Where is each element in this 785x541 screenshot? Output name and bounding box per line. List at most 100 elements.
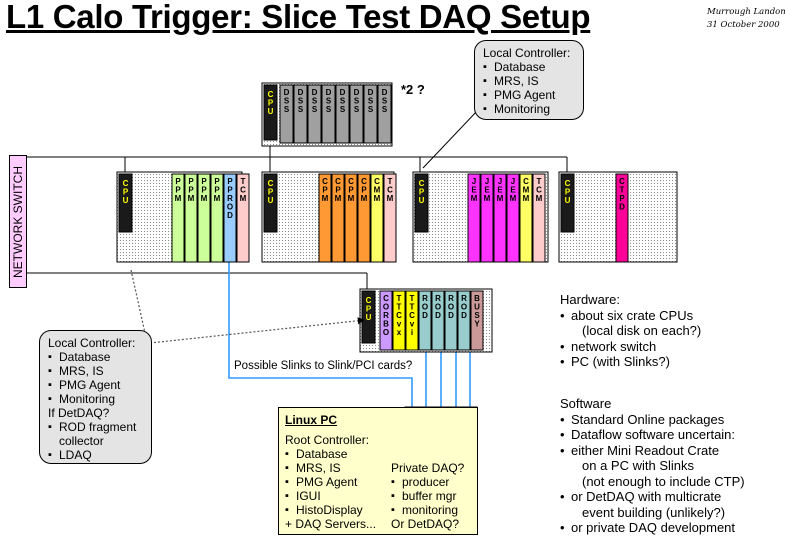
- note-item: collector: [59, 434, 104, 448]
- software-item: (not enough to include CTP): [582, 473, 745, 489]
- note-item: PMG Agent: [48, 378, 143, 392]
- module-jem: [493, 173, 507, 263]
- cpu-module: [361, 290, 376, 344]
- software-item: event building (unlikely?): [582, 504, 726, 520]
- software-item: Standard Online packages: [560, 412, 782, 428]
- software-title: Software: [560, 396, 612, 411]
- module-ctpd: [615, 173, 629, 263]
- software-item: Dataflow software uncertain:: [560, 427, 782, 443]
- module-dss: [335, 84, 350, 144]
- module-pprod: [223, 173, 237, 263]
- private-daq-list: producer buffer mgr monitoring: [391, 475, 481, 517]
- module-jem: [506, 173, 520, 263]
- private-extra: Or DetDAQ?: [391, 517, 460, 531]
- software-item: or private DAQ development: [560, 520, 782, 536]
- note-title: Local Controller:: [48, 336, 136, 350]
- module-jem: [467, 173, 481, 263]
- page-title: L1 Calo Trigger: Slice Test DAQ Setup: [6, 0, 591, 35]
- software-item: on a PC with Slinks: [582, 458, 694, 473]
- module-rod: [444, 290, 458, 351]
- slink-label: Possible Slinks to Slink/PCI cards?: [234, 360, 413, 372]
- module-busy: [470, 290, 484, 351]
- hardware-title: Hardware:: [560, 292, 620, 307]
- module-jem: [480, 173, 494, 263]
- note-item: LDAQ: [48, 448, 143, 462]
- note-item: Database: [48, 350, 143, 364]
- root-controller-title: Root Controller:: [285, 433, 370, 447]
- note-item: ROD fragment: [48, 420, 143, 434]
- module-dss: [377, 84, 392, 144]
- module-ttcvx: [392, 290, 406, 351]
- note-list: Database MRS, IS PMG Agent Monitoring: [483, 60, 575, 116]
- module-rod: [457, 290, 471, 351]
- slink-pprod-to-pc: [228, 262, 413, 407]
- note-item: Monitoring: [483, 102, 575, 116]
- module-cpm: [318, 173, 332, 263]
- root-controller-list: Database MRS, IS PMG Agent IGUI HistoDis…: [285, 447, 395, 517]
- private-item: monitoring: [391, 503, 481, 517]
- module-dss: [363, 84, 378, 144]
- module-rod: [431, 290, 445, 351]
- private-item: producer: [391, 475, 481, 489]
- hardware-item: about six crate CPUs: [560, 308, 780, 324]
- author-name: Murrough Landon: [707, 7, 785, 17]
- author-date: 31 October 2000: [707, 20, 780, 30]
- module-dss: [293, 84, 308, 144]
- cpu-module: [118, 173, 133, 233]
- module-cpm: [331, 173, 345, 263]
- private-item: buffer mgr: [391, 489, 481, 503]
- module-ttcvi: [405, 290, 419, 351]
- module-tcm: [532, 173, 546, 263]
- network-switch-label: NETWORK SWITCH: [11, 165, 25, 278]
- software-item: either Mini Readout Crate: [560, 443, 782, 459]
- cpu-module: [560, 173, 575, 233]
- hardware-item: network switch: [560, 339, 780, 355]
- network-wires: [27, 144, 568, 289]
- root-extra: + DAQ Servers...: [285, 517, 377, 531]
- note-item: MRS, IS: [483, 74, 575, 88]
- software-notes: Software Standard Online packages Datafl…: [560, 396, 782, 536]
- module-dss: [279, 84, 294, 144]
- module-tcm: [236, 173, 250, 263]
- module-ppm: [197, 173, 211, 263]
- network-switch: NETWORK SWITCH: [9, 155, 27, 288]
- note-item: Monitoring: [48, 392, 143, 406]
- root-item: HistoDisplay: [285, 503, 395, 517]
- module-cpm: [357, 173, 371, 263]
